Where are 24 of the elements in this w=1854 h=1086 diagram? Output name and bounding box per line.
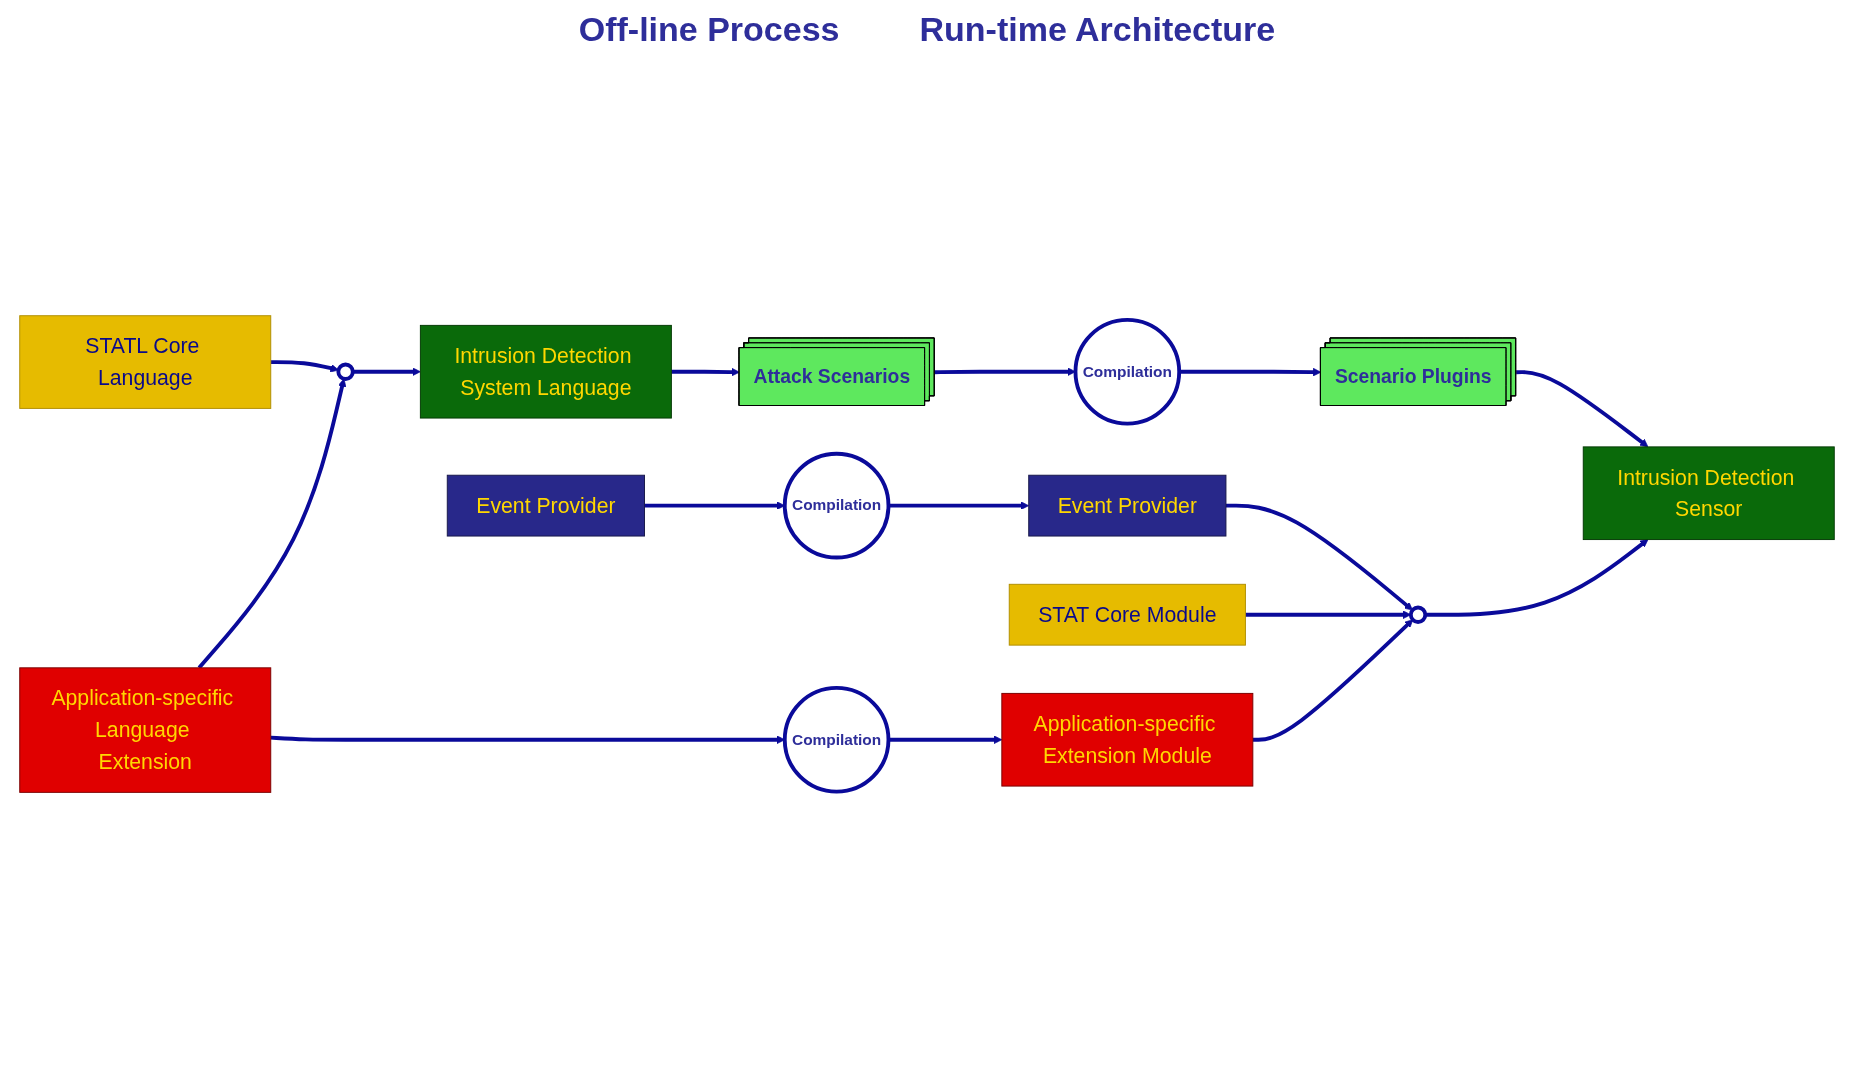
node-circle	[1408, 605, 1428, 624]
node-box: Application-specific Extension Module	[1001, 692, 1254, 787]
arrow	[352, 367, 421, 376]
section-heading: Run-time Architecture	[919, 10, 1276, 49]
node-box: STAT Core Module	[1008, 583, 1246, 646]
arrow	[671, 367, 740, 377]
arrow	[1425, 539, 1649, 617]
node-circle: Compilation	[782, 685, 891, 794]
section-heading: Off-line Process	[578, 10, 840, 49]
node-circle	[336, 362, 355, 381]
node-box: STATL Core Language	[19, 315, 272, 409]
node-circle: Compilation	[1073, 317, 1182, 426]
arrow	[1179, 367, 1322, 377]
arrow	[1516, 370, 1649, 448]
node-circle: Compilation	[782, 451, 891, 560]
node-box: Application-specific Language Extension	[19, 667, 272, 793]
arrow	[270, 360, 339, 373]
node-box: Event Provider	[446, 474, 645, 537]
arrow	[1225, 503, 1413, 611]
node-box: Event Provider	[1028, 474, 1227, 537]
arrow	[1245, 610, 1412, 619]
node-box: Intrusion Detection Sensor	[1582, 446, 1835, 540]
node-box: Intrusion Detection System Language	[419, 324, 672, 419]
arrow	[1252, 619, 1414, 742]
